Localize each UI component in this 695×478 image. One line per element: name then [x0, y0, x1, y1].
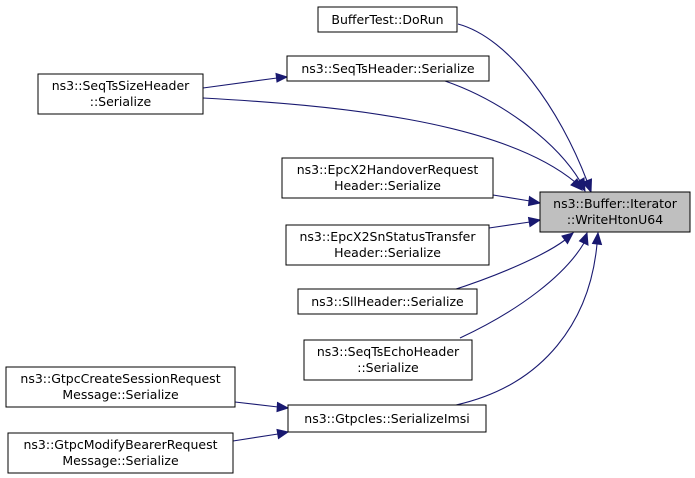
node-label: ns3::SllHeader::Serialize	[311, 294, 464, 309]
node-label-line2: Message::Serialize	[62, 387, 179, 402]
node-buffertest-dorun[interactable]: BufferTest::DoRun	[317, 6, 458, 33]
node-gtpcmodifybearerrequest-serialize[interactable]: ns3::GtpcModifyBearerRequest Message::Se…	[7, 432, 234, 474]
edge-seqtsechoheader-to-writehtonu64	[459, 231, 589, 339]
node-seqtsheader-serialize[interactable]: ns3::SeqTsHeader::Serialize	[286, 55, 490, 82]
edge-epcx2snstatus-to-writehtonu64	[488, 216, 542, 229]
node-label-line2: Message::Serialize	[62, 453, 179, 468]
node-buffer-iterator-writehtonu64: ns3::Buffer::Iterator ::WriteHtonU64	[539, 191, 691, 233]
edge-gtpcies-to-writehtonu64	[455, 231, 603, 406]
node-sllheader-serialize[interactable]: ns3::SllHeader::Serialize	[297, 288, 478, 315]
node-seqtssizeheader-serialize[interactable]: ns3::SeqTsSizeHeader ::Serialize	[37, 73, 204, 115]
node-gtpcies-serializeimsi[interactable]: ns3::GtpcIes::SerializeImsi	[287, 404, 487, 433]
edge-gtpccreatesession-to-gtpcies	[234, 401, 290, 413]
node-label-line1: ns3::SeqTsSizeHeader	[52, 78, 190, 93]
node-label-line1: ns3::Buffer::Iterator	[553, 196, 678, 211]
node-label-line1: ns3::EpcX2HandoverRequest	[297, 162, 479, 177]
node-label-line2: ::Serialize	[90, 94, 152, 109]
node-label: ns3::SeqTsHeader::Serialize	[301, 61, 475, 76]
node-epcx2snstatustransfer-serialize[interactable]: ns3::EpcX2SnStatusTransfer Header::Seria…	[285, 224, 490, 266]
node-label-line2: Header::Serialize	[334, 245, 441, 260]
node-epcx2handoverrequest-serialize[interactable]: ns3::EpcX2HandoverRequest Header::Serial…	[281, 157, 494, 199]
node-label-line1: ns3::SeqTsEchoHeader	[317, 344, 460, 359]
edge-gtpcmodifybearer-to-gtpcies	[232, 428, 290, 442]
node-label-line2: ::WriteHtonU64	[567, 212, 663, 227]
edge-seqtssizeheader-to-writehtonu64	[202, 97, 584, 192]
node-label-line2: Header::Serialize	[334, 178, 441, 193]
node-label: BufferTest::DoRun	[331, 12, 443, 27]
node-label-line1: ns3::GtpcCreateSessionRequest	[20, 371, 220, 386]
node-label: ns3::GtpcIes::SerializeImsi	[304, 411, 469, 426]
node-label-line1: ns3::EpcX2SnStatusTransfer	[300, 229, 477, 244]
node-label-line1: ns3::GtpcModifyBearerRequest	[23, 437, 217, 452]
edge-epcx2handover-to-writehtonu64	[492, 194, 542, 207]
edge-seqtssizeheader-to-seqtsheader	[202, 72, 289, 89]
edge-sllheader-to-writehtonu64	[449, 232, 574, 292]
node-label-line2: ::Serialize	[357, 360, 419, 375]
node-gtpccreatesessionrequest-serialize[interactable]: ns3::GtpcCreateSessionRequest Message::S…	[5, 366, 236, 408]
node-seqtsechoheader-serialize[interactable]: ns3::SeqTsEchoHeader ::Serialize	[303, 339, 473, 381]
